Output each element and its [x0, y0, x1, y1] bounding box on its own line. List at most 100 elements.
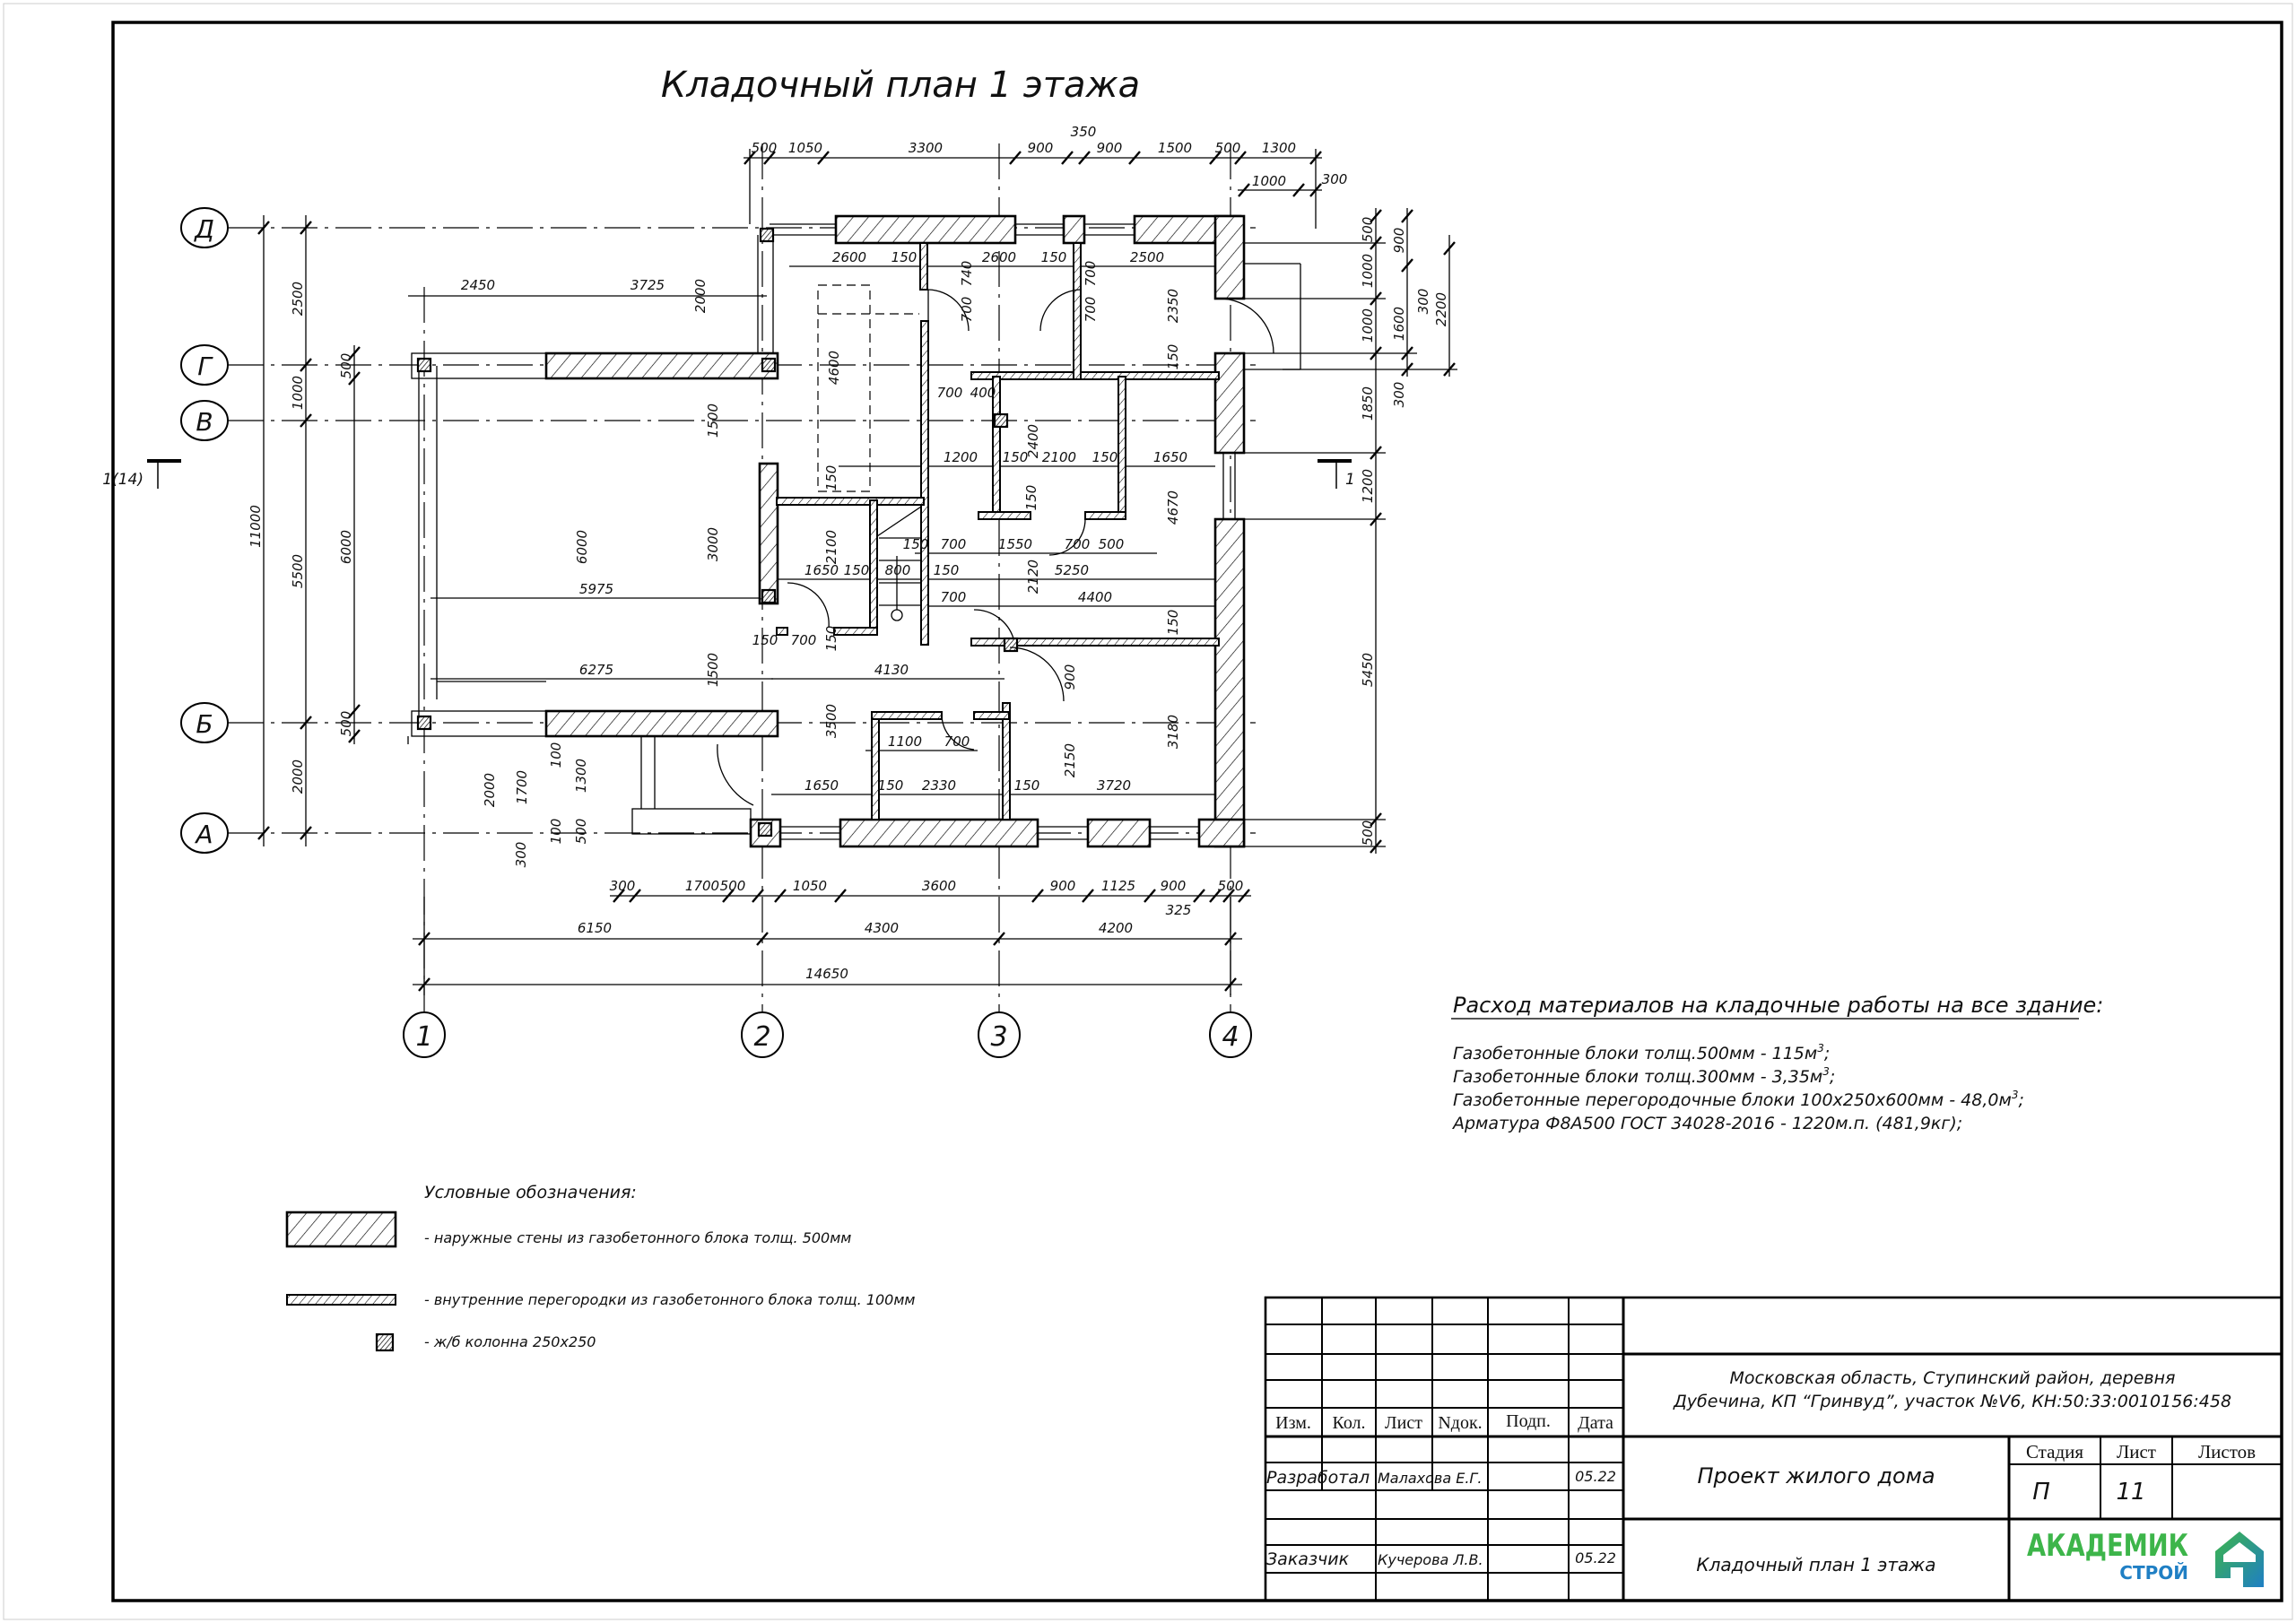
dimension-tick — [1078, 151, 1091, 165]
dimension-tick — [300, 413, 312, 428]
interior-partitions — [776, 242, 1220, 820]
dimension-label-interior: 1500 — [705, 653, 721, 687]
dimension-label-interior: 2000 — [692, 279, 709, 313]
dimension-tick — [257, 221, 270, 235]
axis-bubble-3: 3 — [978, 1011, 1021, 1058]
dimension-label-interior: 5250 — [1055, 562, 1089, 578]
sheet-number: 11 — [2116, 1479, 2145, 1506]
dimension-tick — [993, 932, 1005, 946]
role-customer: Заказчик — [1266, 1549, 1350, 1569]
dimension-label-interior: 5975 — [579, 581, 613, 597]
materials-line: Газобетонные блоки толщ.300мм - 3,35м3; — [1453, 1065, 1835, 1087]
dimension-label-interior: 2450 — [461, 277, 495, 293]
dimension-label-interior: 150 — [1003, 449, 1029, 465]
dimension-label-interior: 700 — [1083, 261, 1099, 287]
dimension-label-interior: 150 — [1165, 344, 1181, 370]
dimension-label-interior: 700 — [944, 733, 970, 750]
dimension-label-bottom: 1050 — [793, 878, 827, 894]
dimension-label-interior: 2120 — [1025, 560, 1041, 594]
dimension-tick — [1234, 151, 1247, 165]
dimension-tick — [1401, 346, 1413, 360]
dimension-tick — [1144, 889, 1156, 903]
legend-item: - наружные стены из газобетонного блока … — [424, 1229, 851, 1246]
header-podp: Подп. — [1506, 1411, 1551, 1431]
axis-bubble-4: 4 — [1209, 1011, 1252, 1058]
dimension-tick — [1370, 291, 1382, 306]
customer-date: 05.22 — [1575, 1549, 1616, 1567]
dimension-label-interior: 1200 — [944, 449, 978, 465]
dimension-tick — [1370, 839, 1382, 854]
axis-bubble-G: Г — [180, 344, 229, 386]
dimension-tick — [348, 371, 361, 386]
dimension-label-interior: 3720 — [1097, 777, 1131, 794]
project-name: Проект жилого дома — [1697, 1463, 1935, 1488]
drawing-title: Кладочный план 1 этажа — [661, 65, 1140, 106]
dimension-label-interior: 150 — [878, 777, 904, 794]
dimension-tick — [1209, 151, 1222, 165]
dimension-tick — [300, 826, 312, 840]
dimension-label-interior: 150 — [1023, 485, 1039, 511]
dimension-tick — [1222, 889, 1235, 903]
dimension-label-interior: 150 — [1165, 610, 1181, 636]
axis-label: 1 — [415, 1021, 432, 1053]
materials-heading: Расход материалов на кладочные работы на… — [1453, 993, 2103, 1018]
dimension-label-left: 2000 — [290, 759, 306, 794]
dimension-label-interior: 2330 — [922, 777, 956, 794]
dimension-label-interior: 4600 — [826, 351, 842, 385]
dimension-label-interior: 100 — [548, 819, 564, 845]
dimension-label-top: 500 — [752, 140, 778, 156]
dimension-label-bottom: 300 — [610, 878, 636, 894]
dimension-label-bottom: 6150 — [578, 920, 612, 936]
dimension-label-interior: 300 — [513, 842, 529, 868]
dimension-label-bottom: 3600 — [922, 878, 956, 894]
doors — [717, 289, 1274, 806]
dimension-tick — [1309, 151, 1322, 165]
dimension-tick — [1224, 932, 1237, 946]
dimension-tick — [348, 704, 361, 718]
dimension-ticks — [257, 151, 1456, 992]
dimension-label-interior: 500 — [1099, 536, 1125, 552]
dimension-tick — [1401, 258, 1413, 273]
legend-swatch-partition — [286, 1294, 396, 1306]
dimension-tick — [722, 889, 735, 903]
dimension-tick — [1209, 889, 1222, 903]
dimension-tick — [1238, 889, 1250, 903]
dimension-label-interior: 900 — [1062, 664, 1078, 690]
header-date: Дата — [1578, 1413, 1613, 1433]
legend-item: - ж/б колонна 250х250 — [424, 1333, 596, 1350]
dimension-label-interior: 2350 — [1165, 289, 1181, 323]
section-mark-left: 1(14) — [102, 459, 181, 489]
dimension-label-right: 5450 — [1360, 653, 1376, 687]
axis-label: А — [194, 820, 213, 849]
materials-block: Расход материалов на кладочные работы на… — [1451, 993, 2103, 1133]
dimension-label-interior: 2150 — [1062, 743, 1078, 777]
logo-main-text: АКАДЕМИК — [2027, 1528, 2188, 1564]
dimension-tick — [834, 889, 847, 903]
dimension-label-right: 1000 — [1360, 308, 1376, 343]
dimension-tick — [1370, 236, 1382, 250]
logo-sub-text: СТРОЙ — [2119, 1562, 2188, 1584]
dimension-tick — [613, 889, 625, 903]
dimension-label-interior: 150 — [844, 562, 870, 578]
dimension-lines — [263, 149, 1457, 995]
dimension-label-interior: 150 — [903, 536, 929, 552]
dimension-tick — [1370, 346, 1382, 360]
dimension-tick — [763, 151, 776, 165]
dimension-label-right: 300 — [1391, 382, 1407, 408]
dimension-label-interior: 150 — [891, 249, 918, 265]
dimension-label-interior: 4400 — [1078, 589, 1112, 605]
axis-label: 3 — [990, 1021, 1007, 1053]
dimension-label-top: 1300 — [1262, 140, 1296, 156]
dimension-tick — [300, 716, 312, 730]
dimension-tick — [348, 346, 361, 360]
axis-bubble-1: 1 — [403, 1011, 446, 1058]
page-edge — [3, 3, 2293, 1620]
dimension-label-interior: 800 — [885, 562, 911, 578]
dimension-label-interior: 150 — [823, 626, 839, 652]
dimension-tick — [1370, 512, 1382, 526]
legend-swatch-column — [375, 1332, 395, 1352]
dimension-label-interior: 1650 — [804, 562, 839, 578]
dimension-label-interior: 700 — [959, 297, 975, 323]
